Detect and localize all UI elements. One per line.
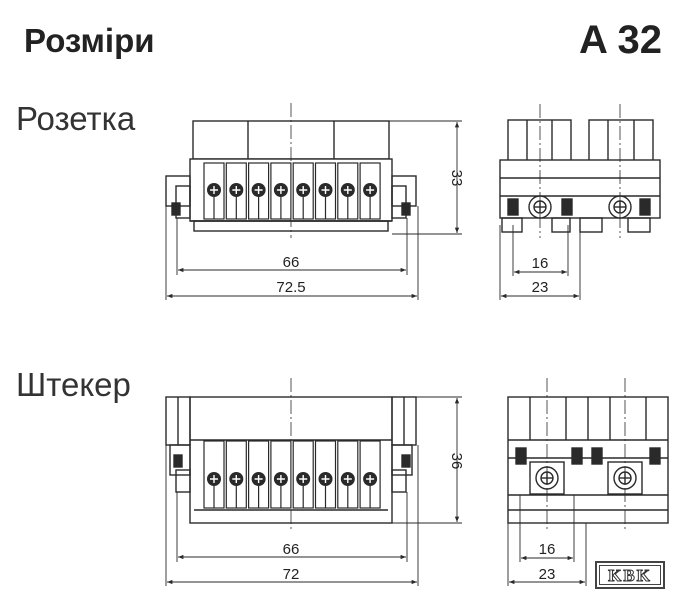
plug-dim-side-outer: 23 (539, 566, 556, 583)
socket-label: Розетка (16, 100, 136, 137)
contact-screw-slot (232, 186, 241, 194)
plug-front-dimensions (165, 396, 462, 586)
plug-side-dimensions (507, 495, 587, 586)
socket-dim-side-inner: 16 (532, 255, 549, 272)
contact-screw-slot (366, 186, 375, 194)
contact-screw-slot (299, 186, 308, 194)
contact-screw-slot (343, 186, 352, 194)
socket-dim-side-outer: 23 (532, 279, 549, 296)
contact-screw-slot (299, 475, 308, 483)
plug-contacts (203, 440, 381, 509)
plug-dim-outer-width: 72 (283, 566, 300, 583)
socket-contacts (203, 162, 381, 220)
contact-screw-slot (232, 475, 241, 483)
contact-screw-slot (254, 186, 263, 194)
plug-label: Штекер (16, 366, 131, 403)
plug-dim-height: 36 (448, 453, 465, 470)
contact-screw-slot (210, 475, 218, 483)
socket-dim-outer-width: 72.5 (276, 279, 305, 296)
contact-screw-slot (210, 186, 218, 194)
kbk-logo: KBK (595, 561, 665, 589)
contact-screw-slot (254, 475, 263, 483)
plug-side-view (507, 378, 669, 530)
socket-side-dimensions (499, 225, 581, 300)
contact-screw-slot (321, 186, 330, 194)
socket-side-view (499, 104, 661, 238)
plug-dim-inner-width: 66 (283, 541, 300, 558)
contact-screw-slot (276, 186, 285, 194)
contact-screw-slot (366, 475, 375, 483)
page-title: Розміри (24, 22, 155, 59)
socket-front-dimensions (165, 120, 462, 300)
product-code: A 32 (578, 18, 662, 62)
contact-screw-slot (321, 475, 330, 483)
socket-dim-height: 33 (448, 170, 465, 187)
socket-dim-inner-width: 66 (283, 254, 300, 271)
contact-screw-slot (276, 475, 285, 483)
logo-text: KBK (599, 565, 661, 586)
plug-dim-side-inner: 16 (539, 541, 556, 558)
contact-screw-slot (343, 475, 352, 483)
